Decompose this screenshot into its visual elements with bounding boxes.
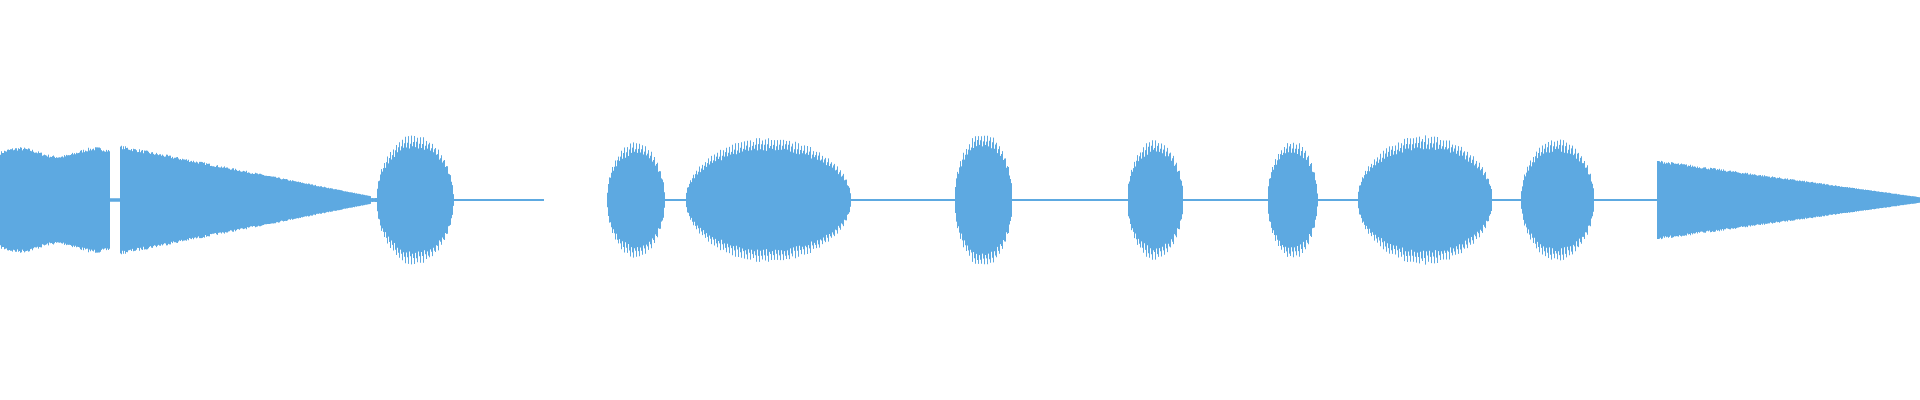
waveform-path [0, 135, 1920, 265]
waveform-bars [0, 135, 1920, 265]
